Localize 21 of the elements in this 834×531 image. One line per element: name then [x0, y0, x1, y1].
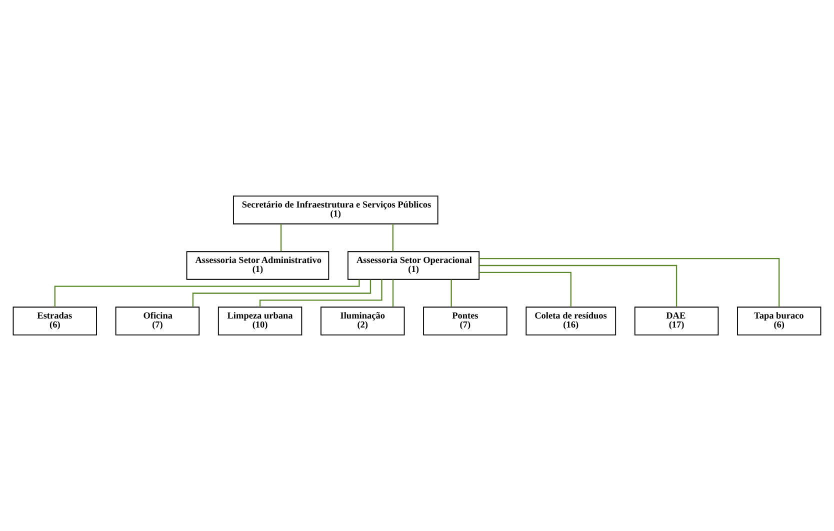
node-box: Estradas (6): [12, 306, 97, 336]
node-box: Iluminação (2): [320, 306, 405, 336]
connector: [479, 272, 572, 307]
connector: [479, 264, 678, 308]
node-box: DAE (17): [634, 306, 719, 336]
connector: [259, 279, 382, 308]
node-box: Oficina (7): [115, 306, 200, 336]
connector: [280, 224, 282, 252]
node-box: Pontes (7): [423, 306, 508, 336]
node-box: Assessoria Setor Administrativo (1): [186, 251, 330, 280]
node-box: Coleta de resíduos (16): [526, 306, 616, 336]
node-box: Tapa buraco (6): [737, 306, 822, 336]
connector: [392, 280, 394, 307]
node-box: Secretário de Infraestrutura e Serviços Públicos (1): [232, 196, 438, 224]
connector: [392, 224, 394, 252]
node-box: Limpeza urbana (10): [218, 306, 302, 336]
node-box: Assessoria Setor Operacional (1): [348, 251, 480, 280]
connector: [192, 280, 372, 307]
connector: [450, 280, 452, 307]
connector: [54, 280, 360, 308]
connector: [479, 258, 780, 307]
